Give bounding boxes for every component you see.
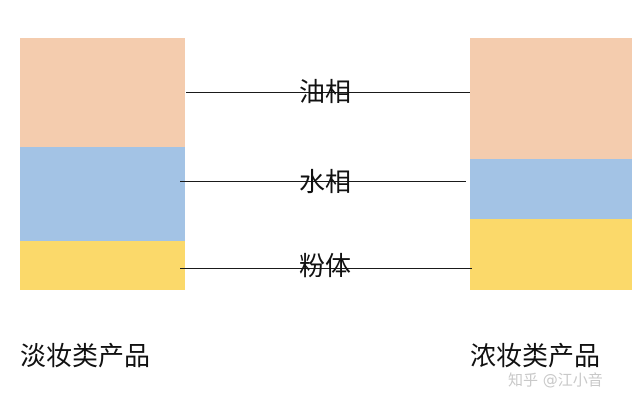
oil-layer-light	[20, 38, 185, 147]
oil-layer-heavy	[470, 38, 632, 159]
water-layer-heavy	[470, 159, 632, 219]
light-makeup-stack	[20, 38, 185, 290]
powder-layer-heavy	[470, 219, 632, 290]
powder-connector-line	[180, 268, 472, 269]
water-layer-light	[20, 147, 185, 241]
heavy-makeup-stack	[470, 38, 632, 290]
light-makeup-label: 淡妆类产品	[20, 342, 151, 372]
zhihu-watermark: 知乎 @江小音	[508, 371, 603, 389]
powder-layer-light	[20, 241, 185, 290]
oil-phase-label: 油相	[299, 78, 352, 108]
heavy-makeup-label: 浓妆类产品	[470, 342, 601, 372]
oil-connector-line	[186, 92, 470, 93]
water-phase-label: 水相	[299, 168, 352, 198]
water-connector-line	[180, 181, 466, 182]
powder-phase-label: 粉体	[299, 252, 352, 282]
